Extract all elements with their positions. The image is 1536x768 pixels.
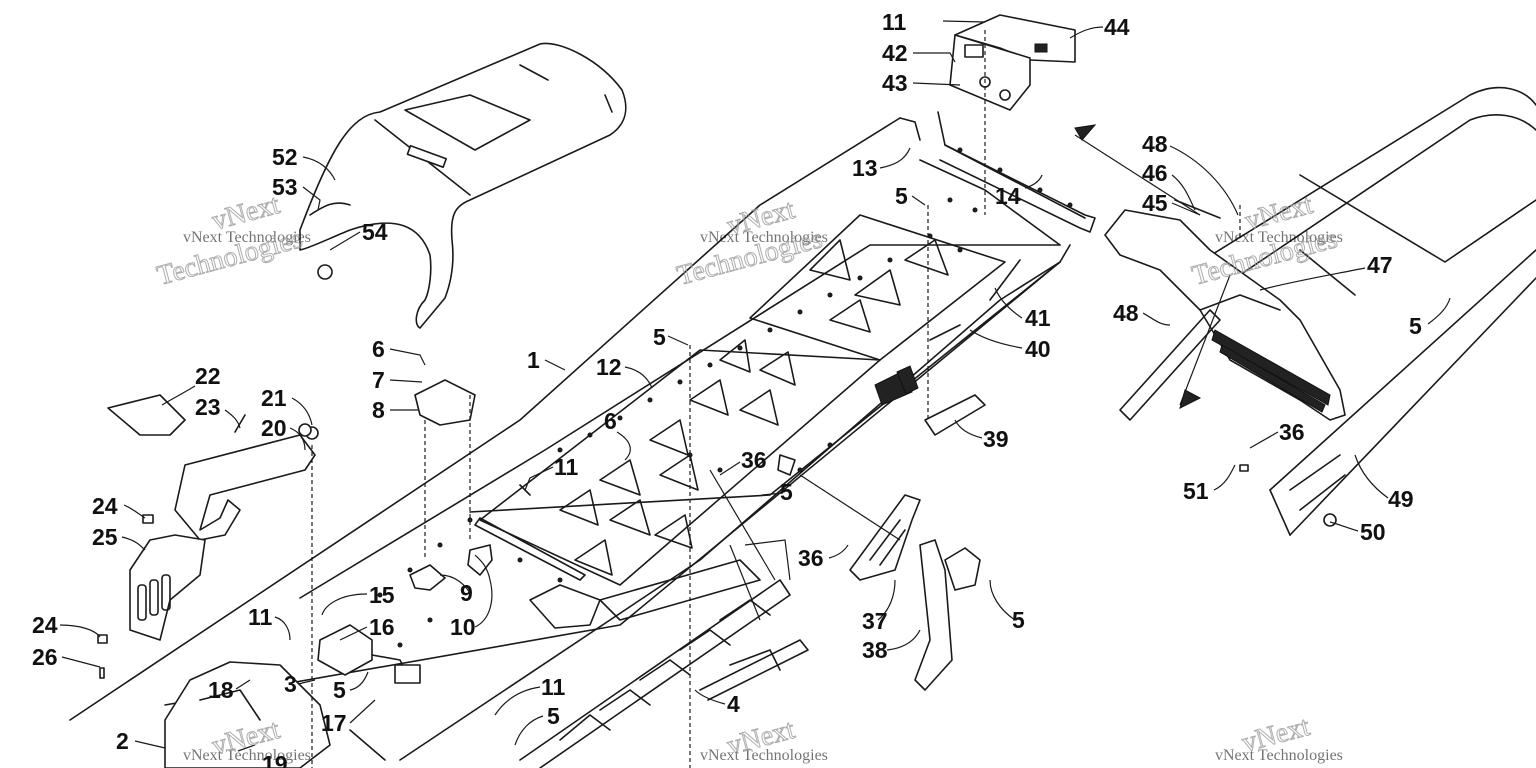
control-module-part (317, 624, 421, 684)
callout-54: 54 (362, 219, 388, 245)
strap-part (914, 539, 981, 691)
callout-24: 24 (92, 493, 118, 519)
direction-arrows (1074, 124, 1202, 409)
callout-10: 10 (450, 614, 476, 640)
callout-53: 53 (272, 174, 298, 200)
callout-16: 16 (369, 614, 395, 640)
callout-22: 22 (195, 363, 221, 389)
callout-41: 41 (1025, 305, 1051, 331)
callout-6: 6 (604, 408, 617, 434)
callout-5: 5 (547, 703, 560, 729)
callout-23: 23 (195, 394, 221, 420)
tunnel-holes (377, 197, 978, 648)
callout-12: 12 (596, 354, 622, 380)
grab-handle-part (174, 414, 319, 541)
callout-20: 20 (261, 415, 287, 441)
snowflap-bracket-part (949, 14, 1076, 111)
seat-part (299, 42, 627, 329)
callout-18: 18 (208, 677, 234, 703)
mount-plate-part (129, 534, 206, 641)
callout-21: 21 (261, 385, 287, 411)
callout-7: 7 (372, 367, 385, 393)
suspension-bracket-part (849, 494, 921, 581)
callout-36: 36 (798, 545, 824, 571)
callout-11: 11 (554, 454, 579, 480)
callout-5: 5 (895, 183, 908, 209)
callout-37: 37 (862, 608, 888, 634)
callout-2: 2 (116, 728, 129, 754)
callout-6: 6 (372, 336, 385, 362)
hitch-cover-part (107, 394, 186, 436)
callout-45: 45 (1142, 190, 1168, 216)
callout-19: 19 (262, 751, 288, 768)
callout-5: 5 (333, 677, 346, 703)
callout-11: 11 (882, 9, 907, 35)
crossbrace-part (937, 111, 1096, 233)
callout-46: 46 (1142, 160, 1168, 186)
lower-bracket-part (164, 661, 386, 768)
callout-48: 48 (1142, 131, 1168, 157)
callout-50: 50 (1360, 519, 1386, 545)
rear-plate-part (474, 214, 1006, 586)
slide-rail-part (519, 559, 809, 768)
callout-52: 52 (272, 144, 298, 170)
rear-bumper-part (1199, 86, 1536, 536)
callout-labels: 11 44 42 43 52 53 54 13 14 5 48 46 45 47… (32, 9, 1422, 768)
callout-14: 14 (995, 183, 1021, 209)
callout-9: 9 (460, 580, 473, 606)
callout-13: 13 (852, 155, 878, 181)
callout-36: 36 (1279, 419, 1305, 445)
callout-39: 39 (983, 426, 1009, 452)
callout-17: 17 (321, 710, 347, 736)
callout-42: 42 (882, 40, 908, 66)
callout-4: 4 (727, 691, 740, 717)
callout-40: 40 (1025, 336, 1051, 362)
callout-43: 43 (882, 70, 908, 96)
watermark-text: vNext Technologies (1215, 229, 1343, 246)
callout-3: 3 (284, 671, 297, 697)
callout-1: 1 (527, 347, 540, 373)
callout-38: 38 (862, 637, 888, 663)
callout-36: 36 (741, 447, 767, 473)
callout-47: 47 (1367, 252, 1393, 278)
fasteners (97, 264, 1337, 679)
callout-11: 11 (248, 604, 273, 630)
watermark-text: vNext Technologies (700, 229, 828, 246)
callout-24: 24 (32, 612, 58, 638)
parts-artwork (69, 14, 1536, 768)
callout-44: 44 (1104, 14, 1130, 40)
callout-5: 5 (653, 324, 666, 350)
callout-48: 48 (1113, 300, 1139, 326)
callout-26: 26 (32, 644, 58, 670)
watermark-text: vNext Technologies (183, 229, 311, 246)
callout-leaders (59, 20, 1451, 752)
tunnel-part (69, 117, 1071, 761)
callout-25: 25 (92, 524, 118, 550)
callout-51: 51 (1183, 478, 1209, 504)
callout-49: 49 (1388, 486, 1414, 512)
callout-11: 11 (541, 674, 566, 700)
watermark-text: vNext Technologies (183, 747, 311, 764)
callout-5: 5 (1409, 313, 1422, 339)
assembly-lines (311, 30, 1241, 768)
watermark-text: vNext Technologies (700, 747, 828, 764)
callout-15: 15 (369, 582, 395, 608)
callout-5: 5 (780, 479, 793, 505)
callout-8: 8 (372, 397, 385, 423)
snowflap-part (1104, 199, 1356, 421)
callout-5: 5 (1012, 607, 1025, 633)
watermark-text: vNext Technologies (1215, 747, 1343, 764)
